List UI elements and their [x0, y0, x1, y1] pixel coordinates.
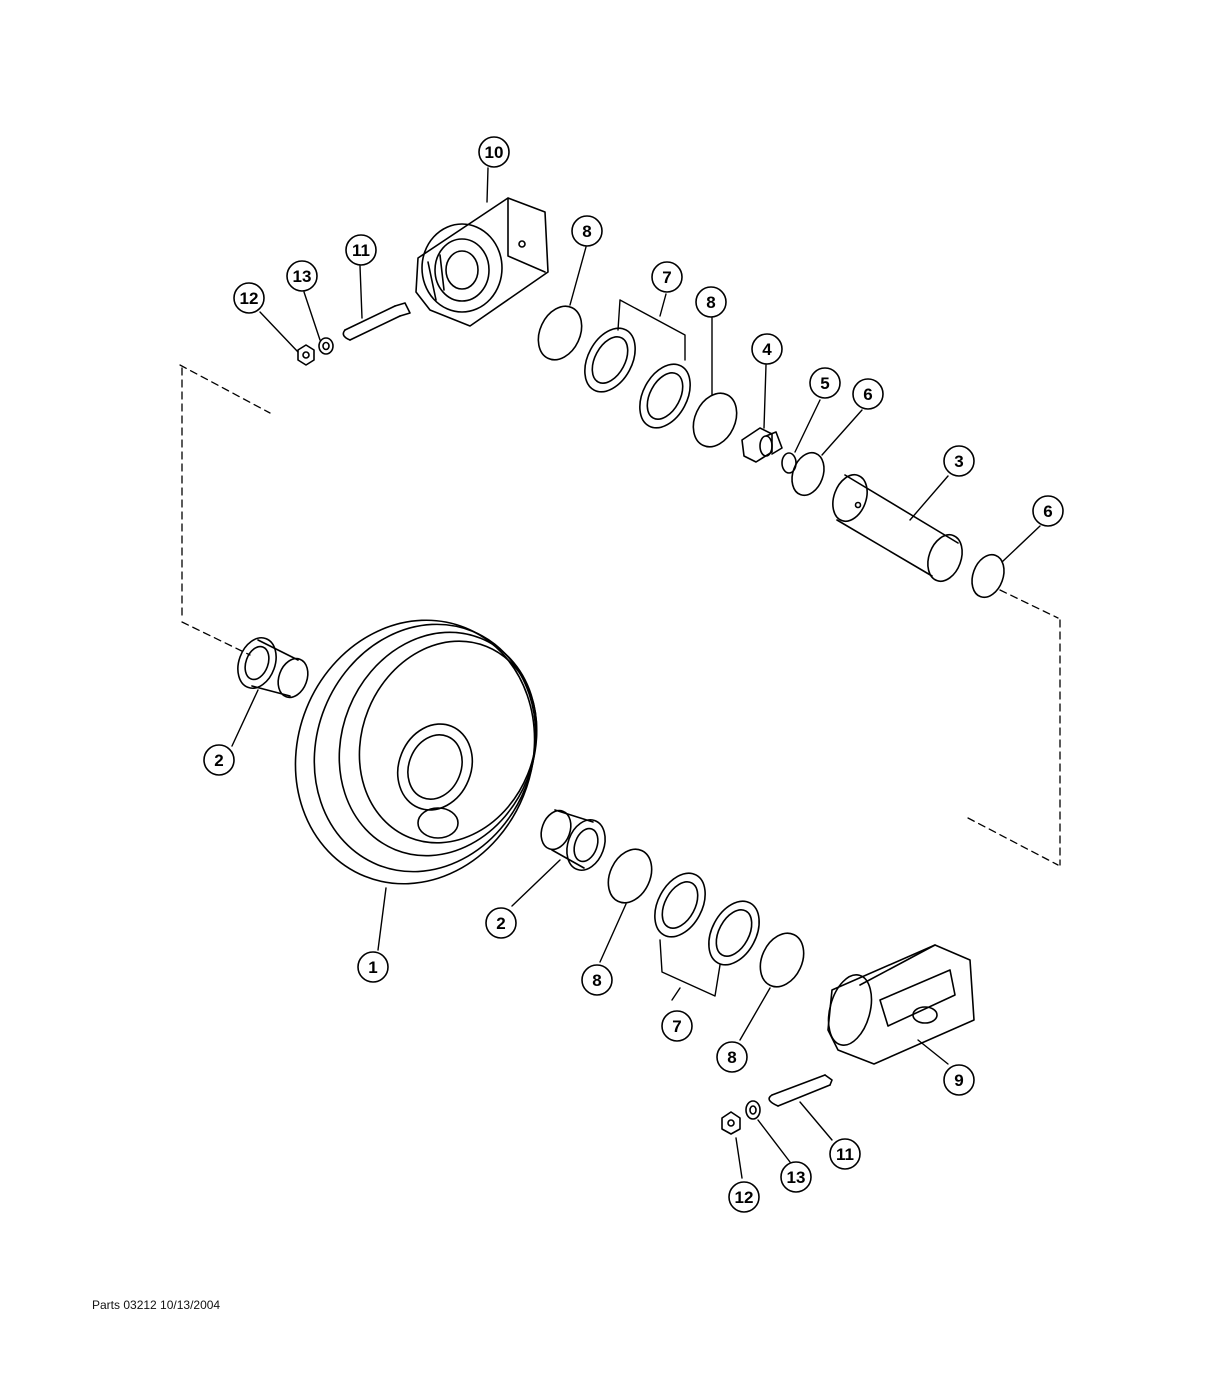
callout-2-bottom: 2 — [485, 907, 517, 939]
callout-11-top: 11 — [345, 234, 377, 266]
svg-text:1: 1 — [368, 958, 377, 977]
part-7-seal-bottom-a — [654, 872, 706, 938]
part-13-washer-top — [318, 337, 334, 355]
callout-8-a: 8 — [571, 215, 603, 247]
part-6-oring-a — [791, 451, 825, 497]
callout-11-bottom: 11 — [829, 1138, 861, 1170]
part-7-seal-top-b — [639, 363, 691, 429]
svg-text:11: 11 — [836, 1145, 854, 1164]
svg-text:13: 13 — [293, 267, 312, 286]
callouts: 10 11 13 12 8 7 8 4 5 6 3 6 2 1 2 8 7 8 … — [203, 136, 1064, 1213]
svg-text:12: 12 — [240, 289, 259, 308]
part-10-idler-bracket — [415, 197, 549, 327]
callout-4: 4 — [751, 333, 783, 365]
svg-text:9: 9 — [954, 1071, 963, 1090]
callout-13-bottom: 13 — [780, 1161, 812, 1193]
callout-5: 5 — [809, 367, 841, 399]
svg-text:10: 10 — [485, 143, 504, 162]
part-11-bolt-bottom — [768, 1074, 833, 1107]
svg-text:2: 2 — [496, 914, 505, 933]
callout-12-top: 12 — [233, 282, 265, 314]
svg-text:6: 6 — [863, 385, 872, 404]
part-12-nut-bottom — [721, 1111, 741, 1135]
callout-13-top: 13 — [286, 260, 318, 292]
svg-text:7: 7 — [662, 268, 671, 287]
part-7-seal-top-a — [584, 327, 636, 393]
part-8-oring-bottom-a — [607, 848, 653, 904]
svg-text:4: 4 — [762, 340, 772, 359]
leader-lines — [231, 167, 1041, 1179]
part-13-washer-bottom — [745, 1100, 761, 1120]
phantom-frame-lines — [179, 364, 1061, 866]
part-2-bushing-bottom — [540, 809, 606, 871]
callout-9: 9 — [943, 1064, 975, 1096]
part-8-oring-bottom-b — [759, 932, 805, 988]
part-8-oring-top-b — [692, 392, 738, 448]
part-7-seal-bottom-b — [708, 900, 760, 966]
part-1-idler-wheel — [294, 619, 538, 885]
callout-2-left: 2 — [203, 744, 235, 776]
callout-1: 1 — [357, 951, 389, 983]
svg-text:8: 8 — [727, 1048, 736, 1067]
part-12-nut-top — [297, 344, 315, 366]
callout-3: 3 — [943, 445, 975, 477]
svg-text:8: 8 — [582, 222, 591, 241]
svg-text:12: 12 — [735, 1188, 754, 1207]
svg-text:7: 7 — [672, 1017, 681, 1036]
svg-text:5: 5 — [820, 374, 829, 393]
part-9-idler-bracket — [827, 944, 975, 1065]
part-3-shaft — [832, 473, 963, 583]
svg-text:8: 8 — [592, 971, 601, 990]
parts-reference-footer: Parts 03212 10/13/2004 — [92, 1298, 221, 1312]
callout-8-c: 8 — [581, 964, 613, 996]
svg-text:6: 6 — [1043, 502, 1052, 521]
svg-text:2: 2 — [214, 751, 223, 770]
callout-8-b: 8 — [695, 286, 727, 318]
part-6-oring-b — [971, 553, 1005, 599]
part-4-plug — [741, 427, 783, 463]
part-2-bushing-left — [237, 637, 309, 699]
svg-text:3: 3 — [954, 452, 963, 471]
callout-10-top: 10 — [478, 136, 510, 168]
part-8-oring-top-a — [537, 305, 583, 361]
callout-8-d: 8 — [716, 1041, 748, 1073]
callout-6-a: 6 — [852, 378, 884, 410]
callout-7-bottom: 7 — [661, 1010, 693, 1042]
callout-12-bottom: 12 — [728, 1181, 760, 1213]
svg-text:11: 11 — [352, 241, 370, 260]
callout-6-b: 6 — [1032, 495, 1064, 527]
callout-7-top: 7 — [651, 261, 683, 293]
svg-text:13: 13 — [787, 1168, 806, 1187]
part-11-bolt-top — [342, 302, 411, 341]
svg-text:8: 8 — [706, 293, 715, 312]
